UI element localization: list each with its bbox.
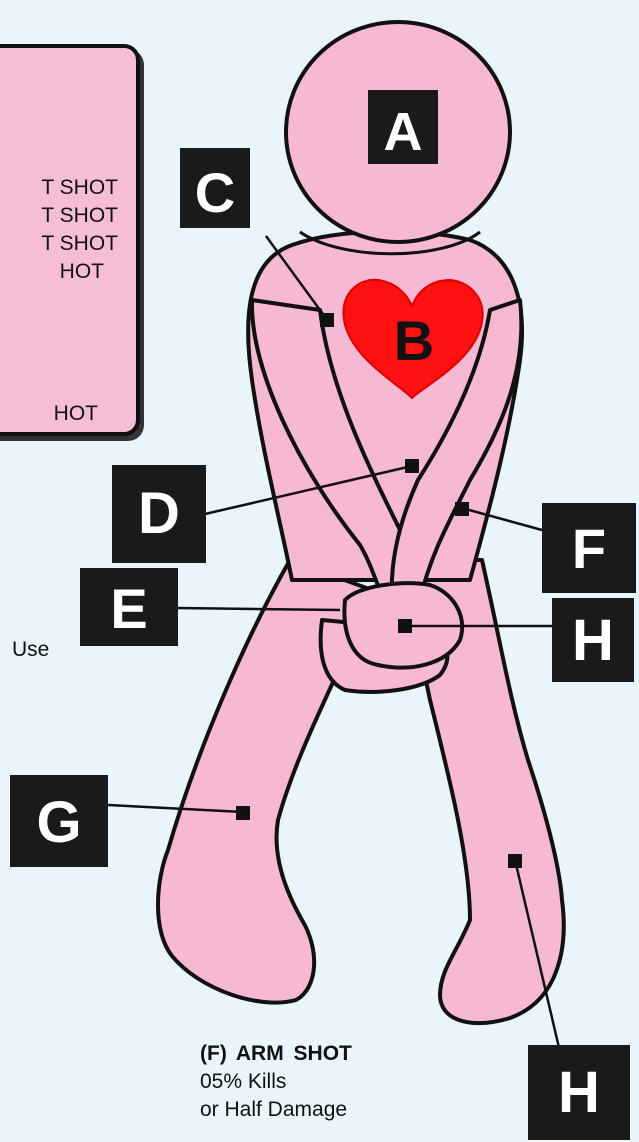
label-g: G	[36, 790, 81, 855]
target-dot-d	[405, 459, 419, 473]
label-d: D	[138, 481, 180, 546]
label-c: C	[195, 161, 235, 224]
target-dot-g	[236, 806, 250, 820]
target-dot-h1	[398, 619, 412, 633]
target-dot-c	[320, 313, 334, 327]
label-f: F	[572, 517, 606, 580]
label-a: A	[384, 102, 423, 162]
label-h2: H	[558, 1060, 600, 1125]
arm-shot-block: (F) ARM SHOT 05% Kills or Half Damage	[200, 1040, 352, 1124]
target-dot-h2	[508, 854, 522, 868]
label-h1: H	[572, 608, 614, 673]
target-dot-f	[455, 502, 469, 516]
arm-shot-title: (F) ARM SHOT	[200, 1040, 352, 1068]
label-e: E	[110, 577, 147, 640]
arm-shot-line1: 05% Kills	[200, 1068, 352, 1096]
arm-shot-line2: or Half Damage	[200, 1096, 352, 1124]
label-b: B	[394, 309, 434, 372]
